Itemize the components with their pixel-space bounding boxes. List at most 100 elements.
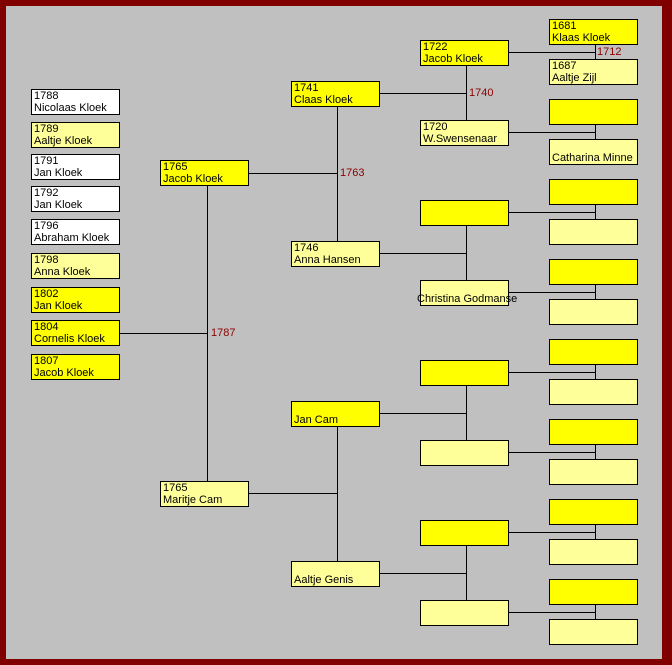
great-great-grandparent-box[interactable] (549, 539, 638, 565)
great-great-grandparent-box[interactable] (549, 379, 638, 405)
connector-line (248, 173, 337, 174)
great-grandparent-box[interactable] (420, 360, 509, 386)
connector-line (595, 364, 596, 379)
connector-line (337, 106, 338, 241)
person-name: Cornelis Kloek (34, 333, 105, 345)
connector-line (508, 372, 595, 373)
person-name: Aaltje Genis (294, 574, 354, 586)
person-name: Maritje Cam (163, 494, 223, 506)
person-year (552, 260, 637, 272)
connector-line (379, 93, 466, 94)
person-year (423, 281, 508, 293)
person-year (294, 562, 379, 574)
person-year (552, 300, 637, 312)
person-year (423, 361, 508, 373)
person-year: 1681 (552, 20, 577, 32)
great-great-grandparent-box[interactable] (549, 419, 638, 445)
great-great-grandparent-box[interactable] (549, 339, 638, 365)
connector-line (249, 493, 337, 494)
connector-line (508, 292, 595, 293)
connector-line (466, 225, 467, 280)
great-grandparent-box[interactable] (420, 200, 509, 226)
great-great-grandparent-box[interactable] (549, 259, 638, 285)
person-name: Nicolaas Kloek (34, 102, 107, 114)
person-name: Jacob Kloek (163, 173, 223, 185)
person-year (423, 441, 508, 453)
person-name: Jan Kloek (34, 167, 83, 179)
connector-line (595, 284, 596, 299)
great-great-grandparent-box[interactable]: Catharina Minne (549, 139, 638, 165)
great-great-grandparent-box[interactable] (549, 459, 638, 485)
great-great-grandparent-box[interactable] (549, 499, 638, 525)
person-name: Catharina Minne (552, 152, 633, 164)
great-grandparent-box[interactable] (420, 520, 509, 546)
marriage-year: 1712 (597, 46, 622, 58)
person-year (552, 500, 637, 512)
person-year (552, 620, 637, 632)
person-year (552, 380, 637, 392)
great-great-grandparent-box[interactable] (549, 179, 638, 205)
great-great-grandparent-box[interactable] (549, 299, 638, 325)
connector-line (508, 532, 595, 533)
marriage-year: 1787 (211, 327, 236, 339)
connector-line (508, 132, 595, 133)
connector-line (207, 185, 208, 481)
person-year: 1791 (34, 155, 59, 167)
connector-line (595, 444, 596, 459)
person-name: Jacob Kloek (423, 53, 483, 65)
person-year: 1804 (34, 321, 59, 333)
person-year: 1796 (34, 220, 59, 232)
connector-line (595, 204, 596, 219)
great-grandparent-box[interactable] (420, 600, 509, 626)
connector-line (379, 573, 466, 574)
connector-line (595, 604, 596, 619)
person-year (423, 601, 508, 613)
connector-line (379, 413, 466, 414)
connector-line (466, 545, 467, 600)
grandparent-box[interactable]: Aaltje Genis (291, 561, 380, 587)
grandparent-box[interactable]: Jan Cam (291, 401, 380, 427)
person-year: 1741 (294, 82, 319, 94)
person-year (423, 521, 508, 533)
marriage-year: 1763 (340, 167, 365, 179)
connector-line (379, 253, 466, 254)
great-grandparent-box[interactable] (420, 440, 509, 466)
person-name: Jan Cam (294, 414, 339, 426)
person-name: Aaltje Zijl (552, 72, 597, 84)
person-year: 1807 (34, 355, 59, 367)
person-year (552, 100, 637, 112)
great-great-grandparent-box[interactable] (549, 219, 638, 245)
person-name: Christina Godmanse (417, 293, 518, 305)
connector-line (595, 524, 596, 539)
person-year: 1792 (34, 187, 59, 199)
connector-line (337, 426, 338, 561)
person-name: Jan Kloek (34, 199, 83, 211)
person-year (294, 402, 379, 414)
great-great-grandparent-box[interactable] (549, 99, 638, 125)
great-great-grandparent-box[interactable] (549, 619, 638, 645)
great-great-grandparent-box[interactable] (549, 579, 638, 605)
connector-line (508, 52, 595, 53)
great-grandparent-box[interactable]: Christina Godmanse (417, 280, 518, 306)
person-year (423, 201, 508, 213)
person-year: 1746 (294, 242, 319, 254)
connector-line (595, 44, 596, 59)
connector-line (466, 65, 467, 120)
